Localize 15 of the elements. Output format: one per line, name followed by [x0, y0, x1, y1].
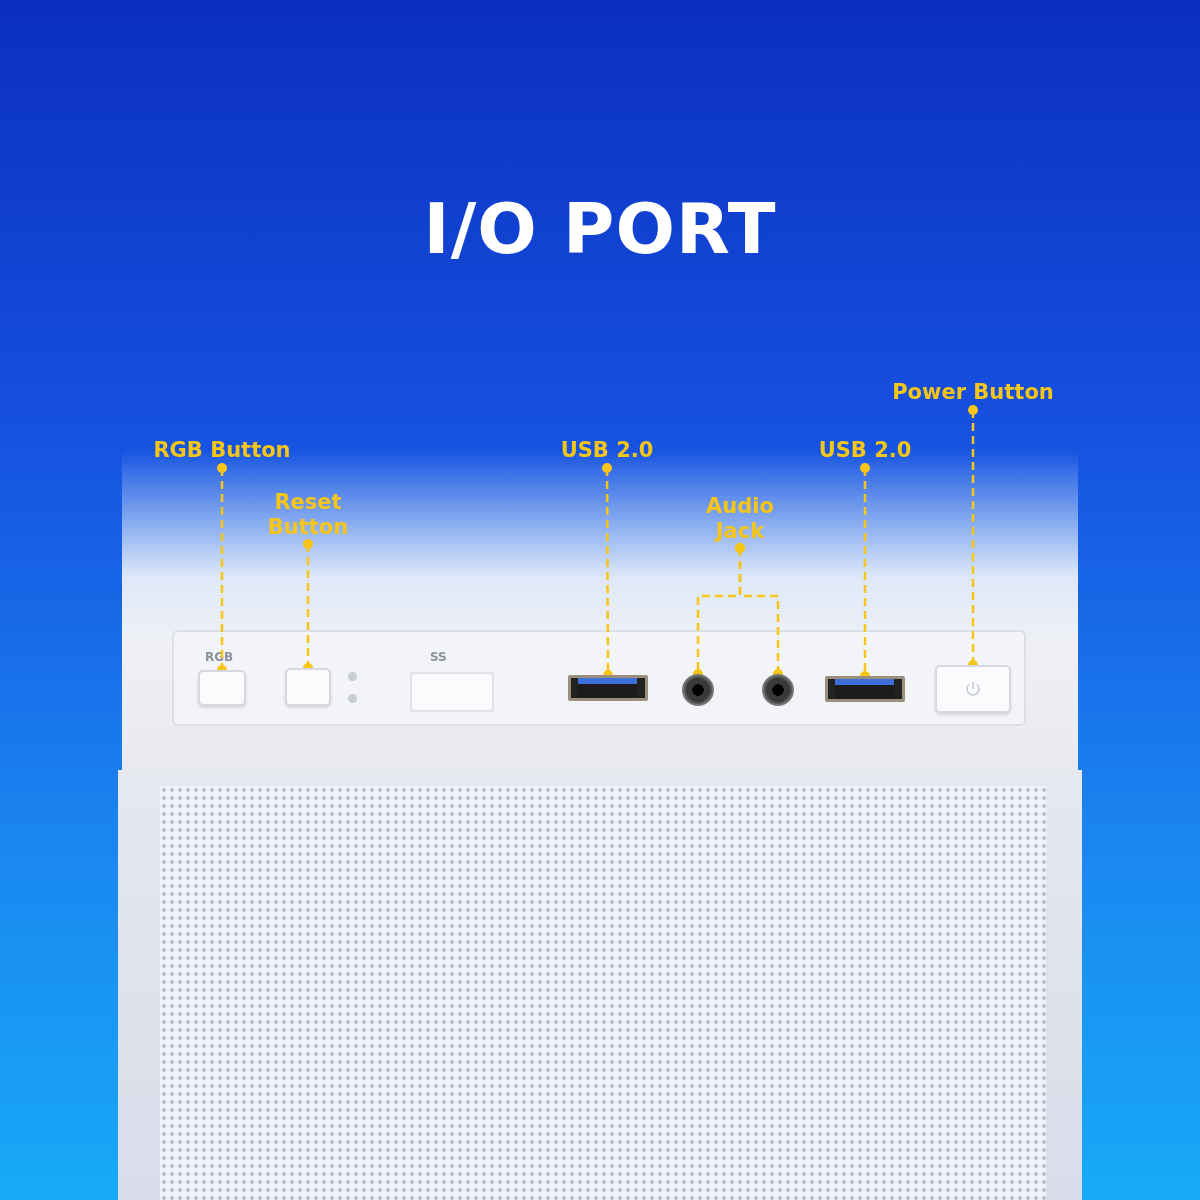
push-button	[285, 668, 331, 706]
title: I/O PORT	[423, 188, 777, 270]
embossed-text: SS	[430, 650, 447, 664]
callout-label: Power Button	[873, 380, 1073, 410]
push-button	[198, 670, 246, 706]
power-button	[935, 665, 1011, 713]
callout-label: USB 2.0	[527, 438, 687, 468]
usb-slot	[410, 672, 494, 712]
embossed-text: RGB	[205, 650, 234, 664]
callout-label: Audio Jack	[690, 494, 790, 548]
usb-port	[568, 675, 648, 701]
callout-label: RGB Button	[142, 438, 302, 468]
usb-port	[825, 676, 905, 702]
callout-label: Reset Button	[258, 490, 358, 544]
callout-label: USB 2.0	[785, 438, 945, 468]
